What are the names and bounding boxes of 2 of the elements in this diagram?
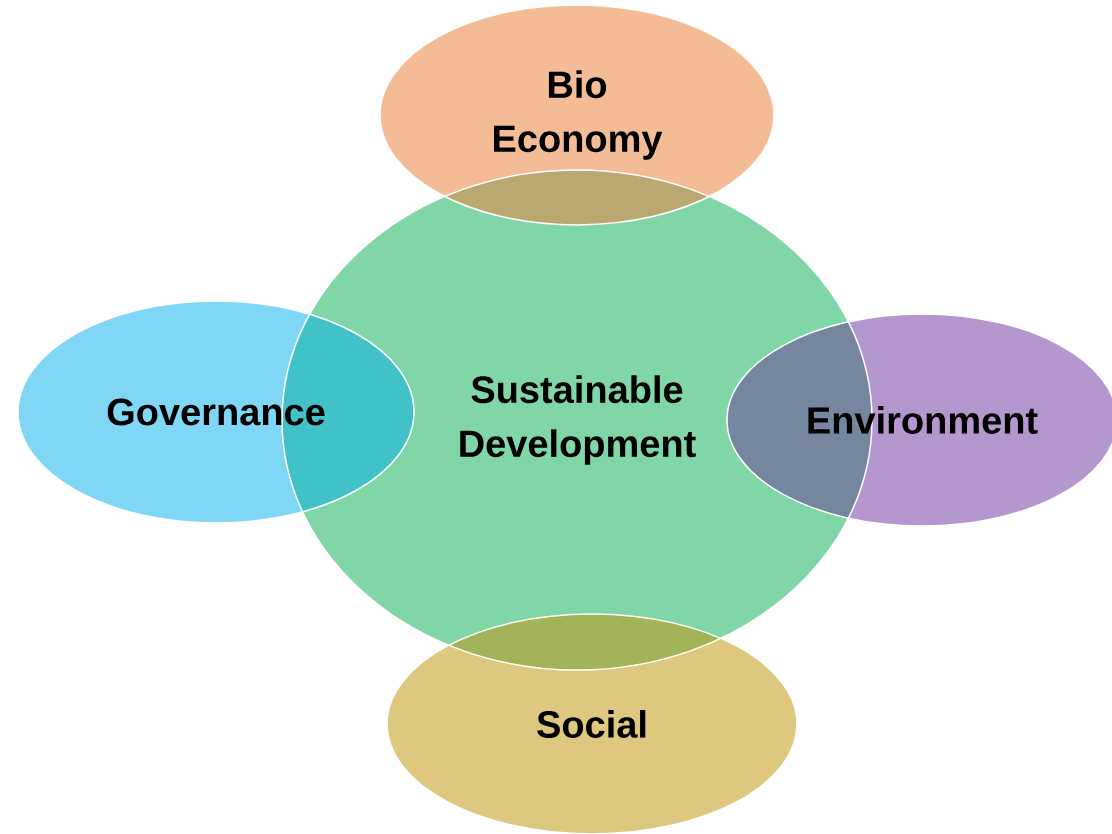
- node-label: Bio Economy: [494, 70, 663, 160]
- node-label: Social: [537, 710, 646, 738]
